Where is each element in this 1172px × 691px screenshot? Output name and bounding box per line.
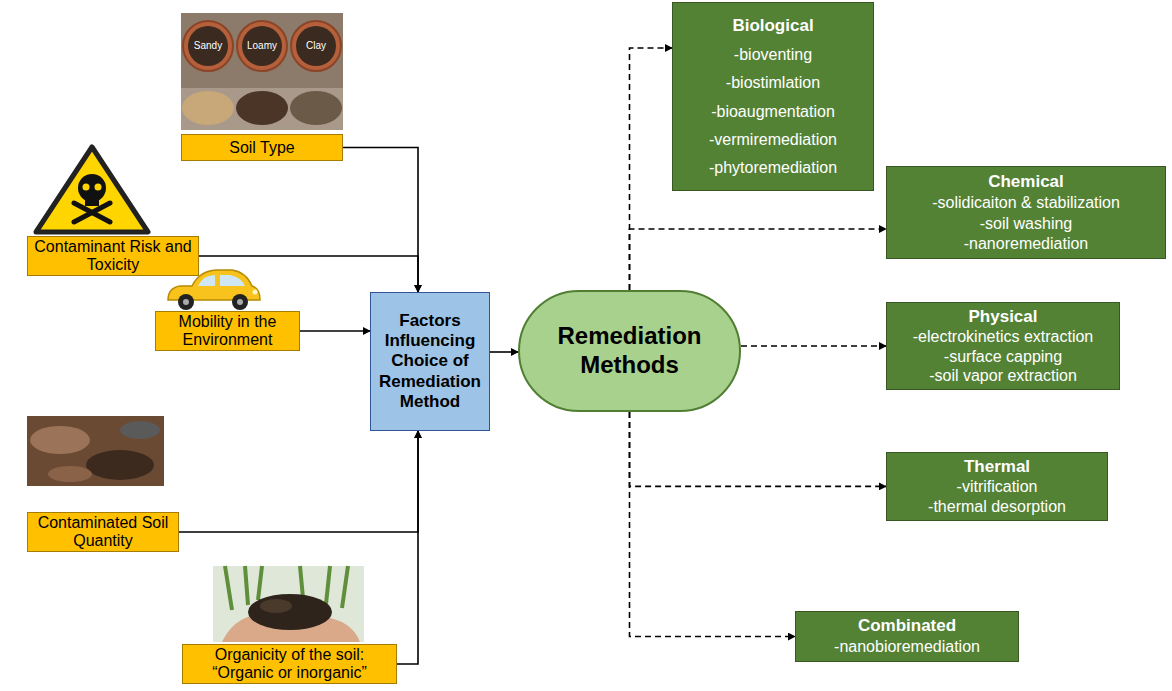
category-heading: Biological xyxy=(732,16,813,36)
dashed-arrow xyxy=(630,48,673,290)
method-item: -surface capping xyxy=(944,347,1062,366)
arrow-connector xyxy=(300,330,370,332)
category-heading: Chemical xyxy=(988,172,1064,192)
method-box: Combinated-nanobioremediation xyxy=(795,611,1019,662)
soil-pots-photo xyxy=(181,13,343,130)
box-label: Contaminant Risk and Toxicity xyxy=(32,238,194,273)
arrow-connector xyxy=(179,431,418,532)
method-item: -nanoremediation xyxy=(964,234,1089,253)
method-item: -vermiremediation xyxy=(709,130,837,149)
contaminated-soil-photo xyxy=(27,416,164,486)
method-item: -solidicaiton & stabilization xyxy=(932,193,1120,212)
arrow-connector xyxy=(199,256,418,292)
box-label: Factors Influencing Choice of Remediatio… xyxy=(374,311,486,413)
factor-box: Soil Type xyxy=(181,134,343,161)
soil-type-label: Sandy xyxy=(178,40,238,51)
hazard-symbol xyxy=(36,147,148,232)
dashed-arrow xyxy=(741,345,886,347)
method-item: -soil vapor extraction xyxy=(929,366,1077,385)
box-label: Mobility in the Environment xyxy=(160,313,295,348)
category-heading: Physical xyxy=(969,307,1038,327)
factor-box: Organicity of the soil: “Organic or inor… xyxy=(182,644,397,684)
method-box: Physical-electrokinetics extraction-surf… xyxy=(886,302,1120,390)
hub-box: Factors Influencing Choice of Remediatio… xyxy=(370,292,490,431)
box-label: Contaminated Soil Quantity xyxy=(32,514,174,549)
category-heading: Thermal xyxy=(964,457,1030,477)
method-item: -bioaugmentation xyxy=(711,102,835,121)
category-heading: Combinated xyxy=(858,616,956,636)
factor-box: Contaminant Risk and Toxicity xyxy=(27,236,199,276)
method-item: -biostimlation xyxy=(726,73,820,92)
car-icon xyxy=(168,270,260,310)
rounded-terminal: Remediation Methods xyxy=(518,290,741,412)
method-item: -vitrification xyxy=(957,477,1038,496)
method-item: -soil washing xyxy=(980,214,1072,233)
method-box: Chemical-solidicaiton & stabilization -so… xyxy=(886,166,1166,259)
factor-box: Mobility in the Environment xyxy=(155,311,300,351)
arrow-connector xyxy=(490,351,518,353)
box-label: Soil Type xyxy=(229,139,295,157)
method-box: Thermal-vitrification-thermal desorption xyxy=(886,452,1108,521)
arrow-connector xyxy=(343,148,418,293)
method-item: -electrokinetics extraction xyxy=(913,327,1094,346)
method-box: Biological -bioventing -biostimlation -bioa… xyxy=(672,2,874,191)
method-item: -thermal desorption xyxy=(928,497,1066,516)
box-label: Organicity of the soil: “Organic or inor… xyxy=(187,646,392,681)
method-item: -bioventing xyxy=(734,45,812,64)
method-item: -nanobioremediation xyxy=(834,637,980,656)
factor-box: Contaminated Soil Quantity xyxy=(27,512,179,552)
arrow-connector xyxy=(397,431,418,664)
dashed-arrow xyxy=(630,229,887,290)
dashed-arrow xyxy=(630,412,796,637)
method-item: -phytoremediation xyxy=(709,158,837,177)
box-label: Remediation Methods xyxy=(538,322,721,380)
soil-type-label: Loamy xyxy=(232,40,292,51)
hands-with-soil-photo xyxy=(213,566,364,642)
soil-type-label: Clay xyxy=(286,40,346,51)
dashed-arrow xyxy=(630,412,887,486)
